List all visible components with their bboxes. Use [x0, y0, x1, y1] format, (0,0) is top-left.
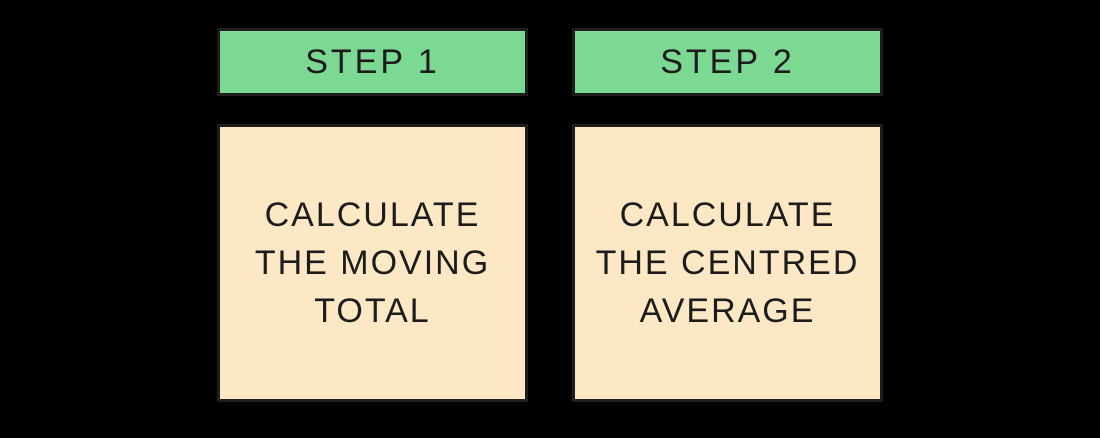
step-2-body-line: AVERAGE — [639, 292, 816, 330]
step-1-body-box: CALCULATE THE MOVING TOTAL — [217, 124, 528, 402]
step-2-header-label: STEP 2 — [660, 42, 795, 81]
step-1-body-line: THE MOVING — [254, 244, 491, 282]
step-1-body-line: CALCULATE — [264, 196, 481, 234]
step-2-header: STEP 2 — [572, 28, 883, 96]
step-1-body-line: TOTAL — [314, 292, 431, 330]
step-1-header: STEP 1 — [217, 28, 528, 96]
step-2-body-line: CALCULATE — [619, 196, 836, 234]
step-2-column: STEP 2 CALCULATE THE CENTRED AVERAGE — [572, 28, 883, 402]
step-2-body-box: CALCULATE THE CENTRED AVERAGE — [572, 124, 883, 402]
step-1-column: STEP 1 CALCULATE THE MOVING TOTAL — [217, 28, 528, 402]
step-1-header-label: STEP 1 — [305, 42, 440, 81]
step-2-body-line: THE CENTRED — [595, 244, 860, 282]
